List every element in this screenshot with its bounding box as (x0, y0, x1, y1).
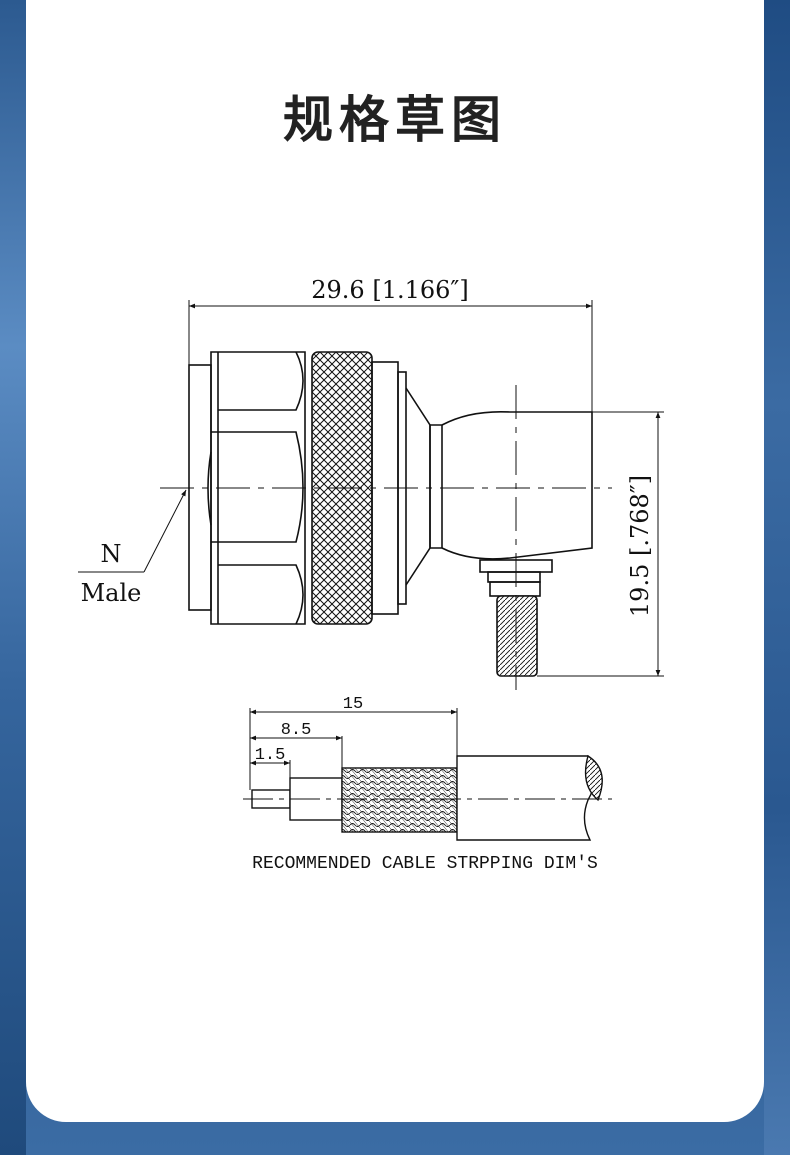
stripping-dimensions (249, 708, 458, 790)
crimp-ferrule (496, 595, 538, 677)
type-label-n: N (101, 540, 122, 568)
cable-braid (341, 767, 458, 833)
stripped-cable (251, 754, 603, 841)
stripping-caption: RECOMMENDED CABLE STRPPING DIM'S (252, 854, 598, 874)
strip-dim-total: 15 (343, 695, 363, 714)
cable-jacket (456, 755, 595, 841)
height-label: 19.5 [.768″] (626, 475, 654, 617)
right-angle-housing (429, 410, 593, 560)
dimension-overall-length (188, 300, 593, 412)
strip-dim-braid: 8.5 (281, 721, 312, 740)
type-callout-leader (78, 489, 187, 573)
background-left-edge (0, 0, 26, 1155)
connector-side-view (188, 351, 593, 677)
center-lines (160, 385, 612, 690)
dimension-height (537, 411, 664, 677)
type-label-male: Male (81, 579, 142, 607)
content-card (26, 0, 764, 1122)
page-title: 规格草图 (283, 91, 507, 149)
background-right-edge (764, 0, 790, 1155)
strip-dim-pin: 1.5 (255, 746, 286, 765)
body-cone (405, 387, 431, 586)
hex-nut (210, 351, 306, 625)
overall-length-label: 29.6 [1.166″] (311, 276, 468, 304)
